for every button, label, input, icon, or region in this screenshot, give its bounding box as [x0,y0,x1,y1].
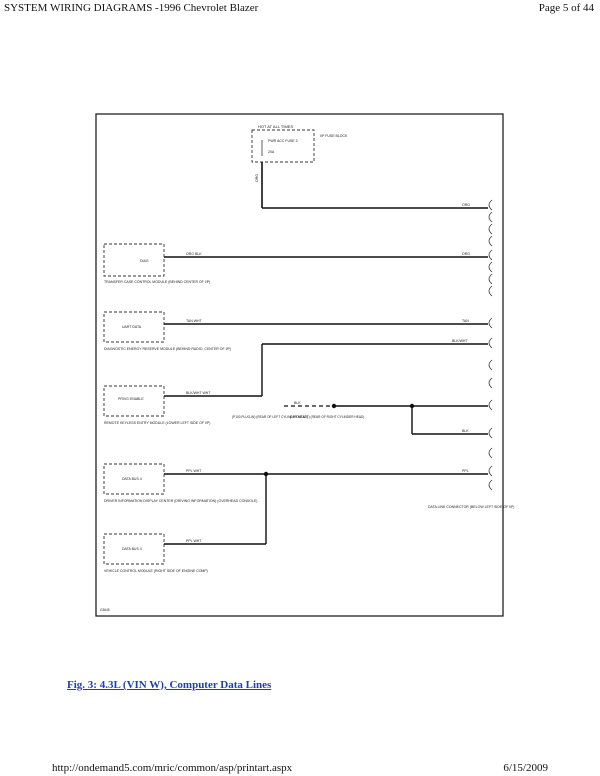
module-5-name: VEHICLE CONTROL MODULE (RIGHT SIDE OF EN… [104,569,208,573]
module-4-wire-color-right: PPL [462,469,469,473]
splice-a-label: (P100 PLUG-IN) (REAR OF LEFT CYLINDER HE… [232,415,308,419]
fuse-amps-label: 20A [268,150,275,154]
module-4-wire-color: PPL WHT [186,469,202,473]
fuse-name-label: PWR ACC FUSE 3 [268,139,298,143]
dlc-label: DATA LINK CONNECTOR (BELOW LEFT SIDE OF … [428,505,514,509]
module-1-box [103,243,165,277]
hot-at-all-times-label: HOT AT ALL TIMES [258,124,293,129]
module-3-box [103,385,165,417]
diagram-code: G3645 [100,608,110,612]
footer-url: http://ondemand5.com/mric/common/asp/pri… [52,762,293,774]
module-2-name: DIAGNOSTIC ENERGY RESERVE MODULE (BEHIND… [104,347,231,351]
module-1-name: TRANSFER CASE CONTROL MODULE (BEHIND CEN… [104,280,210,284]
diagram-frame [95,113,504,617]
module-1-pin-label: DIAG [140,259,149,263]
module-3-pin-label: PRIVG ENABLE [118,397,144,401]
fuse-block-box [251,129,315,163]
module-3-name: REMOTE KEYLESS ENTRY MODULE (LOWER LEFT … [104,421,210,425]
figure-caption-link[interactable]: Fig. 3: 4.3L (VIN W), Computer Data Line… [67,679,272,691]
module-3-wire-color: BLK/WHT WHT [186,391,211,395]
module-4-box [103,463,165,495]
splice-b-label: (LH OUTLET) (REAR OF RIGHT CYLINDER HEAD… [290,415,364,419]
dlc-connector [488,199,493,491]
module-1-wire-color-right: ORG [462,252,470,256]
module-5-wire-color: PPL WHT [186,539,202,543]
low-wire-color: BLK [462,429,469,433]
hot-feed-color-right: ORG [462,203,470,207]
module-4-name: DRIVER INFORMATION DISPLAY CENTER (DRIVI… [104,499,257,503]
module-2-wire-color-right: TAN [462,319,469,323]
module-5-box [103,533,165,565]
footer-date: 6/15/2009 [503,762,548,774]
module-2-wire-color: TAN WHT [186,319,203,323]
module-3-wire-color-right: BLK/WHT [452,339,468,343]
module-5-pin-label: DATA BUS 4 [122,547,142,551]
module-2-box [103,311,165,343]
fuse-block-label: I/P FUSE BLOCK [320,134,348,138]
module-4-pin-label: DATA BUS 4 [122,477,142,481]
module-1-wire-color: ORG BLK [186,252,202,256]
module-3-wire-mid: BLK [294,401,301,405]
hot-feed-color: ORG [255,174,259,182]
page-number: Page 5 of 44 [538,2,594,14]
module-2-pin-label: UART DATA [122,325,142,329]
document-title: SYSTEM WIRING DIAGRAMS -1996 Chevrolet B… [4,2,259,14]
